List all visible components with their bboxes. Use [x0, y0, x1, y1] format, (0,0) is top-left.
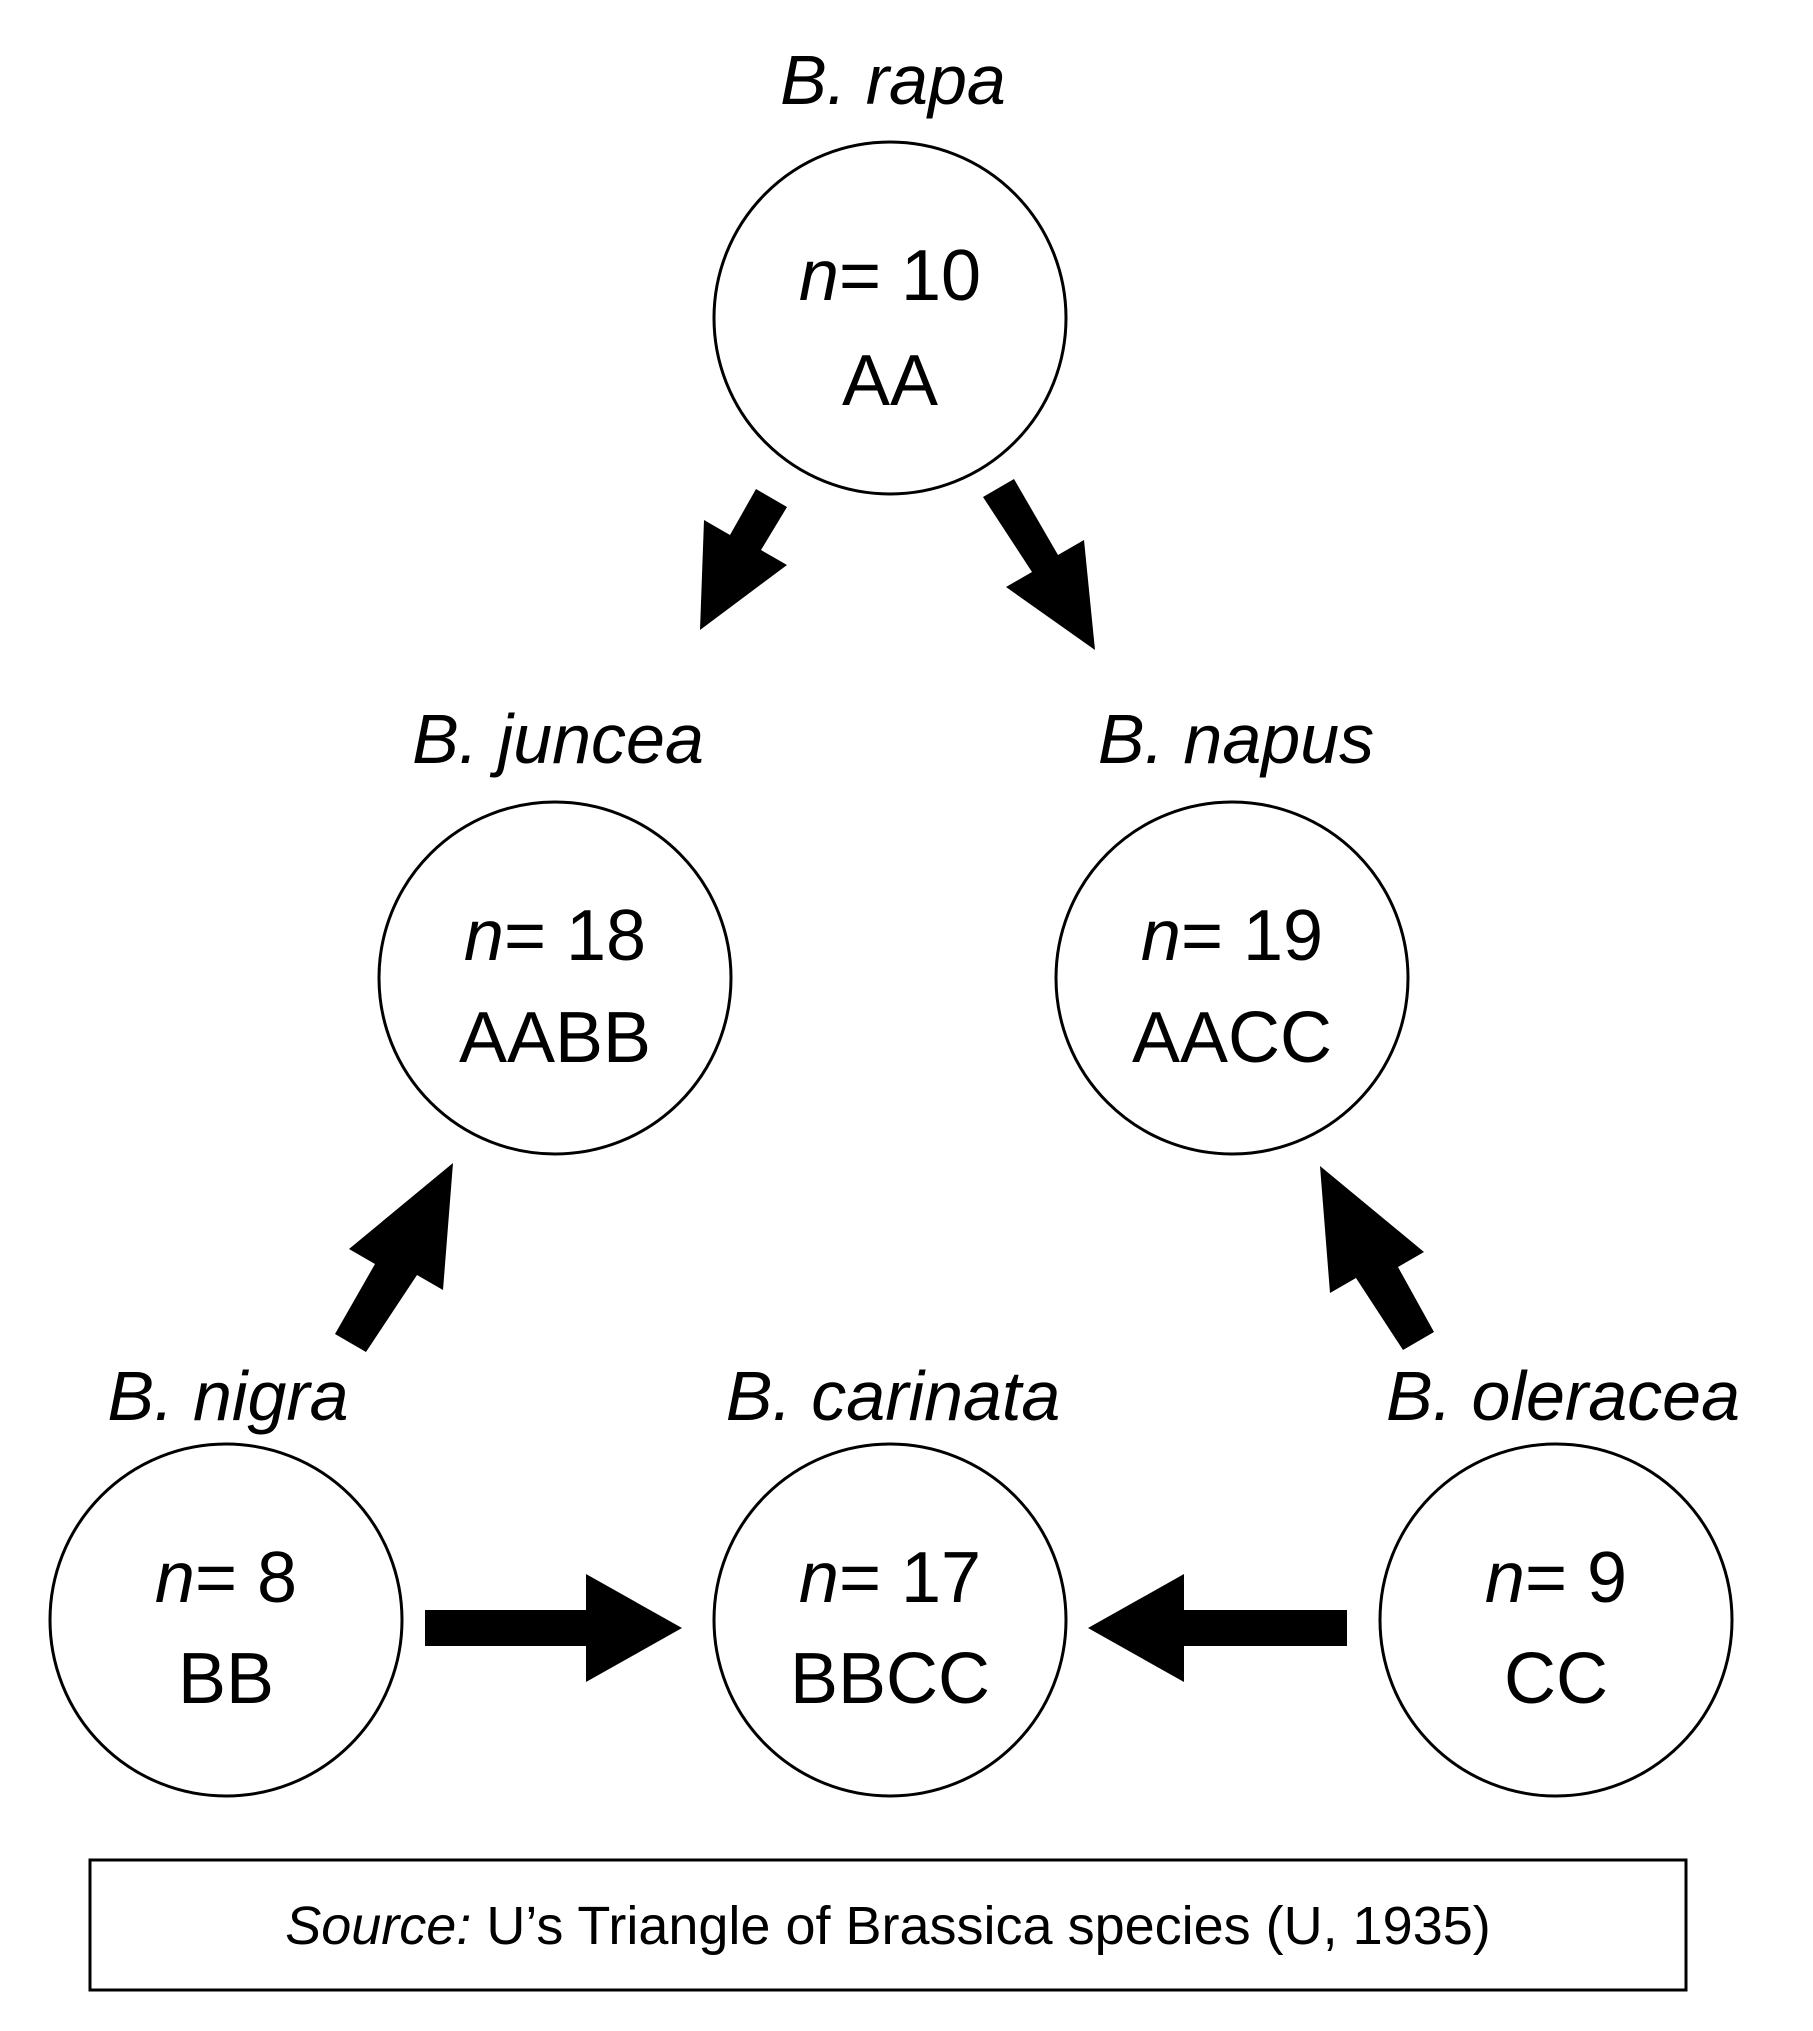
species-circle-nigra [48, 1442, 404, 1798]
genome-carinata: BBCC [790, 1639, 990, 1719]
genome-napus: AACC [1132, 998, 1332, 1078]
arrow-nigra-to-carinata [425, 1574, 682, 1682]
n-symbol: n [464, 896, 504, 976]
species-name-juncea: B. juncea [412, 700, 704, 778]
species-name-rapa: B. rapa [780, 41, 1006, 119]
species-name-napus: B. napus [1098, 700, 1374, 778]
species-node-napus: B. napus n= 19 AACC [1054, 700, 1410, 1156]
chromosome-count-juncea: n= 18 [464, 896, 646, 976]
n-symbol: n [1141, 896, 1181, 976]
species-node-rapa: B. rapa n= 10 AA [712, 41, 1068, 496]
n-value-carinata: = 17 [839, 1538, 981, 1618]
source-caption-box [88, 1858, 1688, 1992]
arrow-nigra-to-juncea [335, 1163, 453, 1352]
n-value-napus: = 19 [1181, 896, 1323, 976]
arrow-oleracea-to-carinata [1088, 1574, 1347, 1682]
n-symbol: n [155, 1538, 195, 1618]
species-name-carinata: B. carinata [726, 1357, 1061, 1435]
species-node-oleracea: B. oleracea n= 9 CC [1378, 1357, 1740, 1798]
arrow-rapa-to-juncea [700, 489, 787, 630]
genome-juncea: AABB [459, 998, 651, 1078]
source-description: U’s Triangle of Brassica species (U, 193… [471, 1896, 1490, 1956]
arrows [335, 479, 1434, 1682]
n-value-juncea: = 18 [504, 896, 646, 976]
source-label: Source: [285, 1896, 471, 1956]
chromosome-count-carinata: n= 17 [799, 1538, 981, 1618]
species-circle-oleracea [1378, 1442, 1734, 1798]
n-symbol: n [1485, 1538, 1525, 1618]
arrow-oleracea-to-napus [1320, 1166, 1434, 1350]
species-circle-napus [1054, 800, 1410, 1156]
chromosome-count-rapa: n= 10 [799, 236, 981, 316]
n-symbol: n [799, 236, 839, 316]
chromosome-count-napus: n= 19 [1141, 896, 1323, 976]
genome-rapa: AA [842, 341, 938, 421]
source-caption: Source: U’s Triangle of Brassica species… [88, 1858, 1688, 1992]
species-node-nigra: B. nigra n= 8 BB [48, 1357, 404, 1798]
species-circle-rapa [712, 140, 1068, 496]
species-name-nigra: B. nigra [107, 1357, 348, 1435]
species-name-oleracea: B. oleracea [1386, 1357, 1740, 1435]
species-circle-carinata [712, 1442, 1068, 1798]
source-caption-text: Source: U’s Triangle of Brassica species… [285, 1896, 1491, 1956]
genome-nigra: BB [178, 1639, 274, 1719]
arrow-rapa-to-napus [983, 479, 1095, 650]
n-symbol: n [799, 1538, 839, 1618]
genome-oleracea: CC [1504, 1639, 1608, 1719]
chromosome-count-nigra: n= 8 [155, 1538, 297, 1618]
n-value-rapa: = 10 [839, 236, 981, 316]
n-value-oleracea: = 9 [1525, 1538, 1627, 1618]
species-node-carinata: B. carinata n= 17 BBCC [712, 1357, 1068, 1798]
species-circle-juncea [377, 800, 733, 1156]
n-value-nigra: = 8 [195, 1538, 297, 1618]
chromosome-count-oleracea: n= 9 [1485, 1538, 1627, 1618]
species-node-juncea: B. juncea n= 18 AABB [377, 700, 733, 1156]
